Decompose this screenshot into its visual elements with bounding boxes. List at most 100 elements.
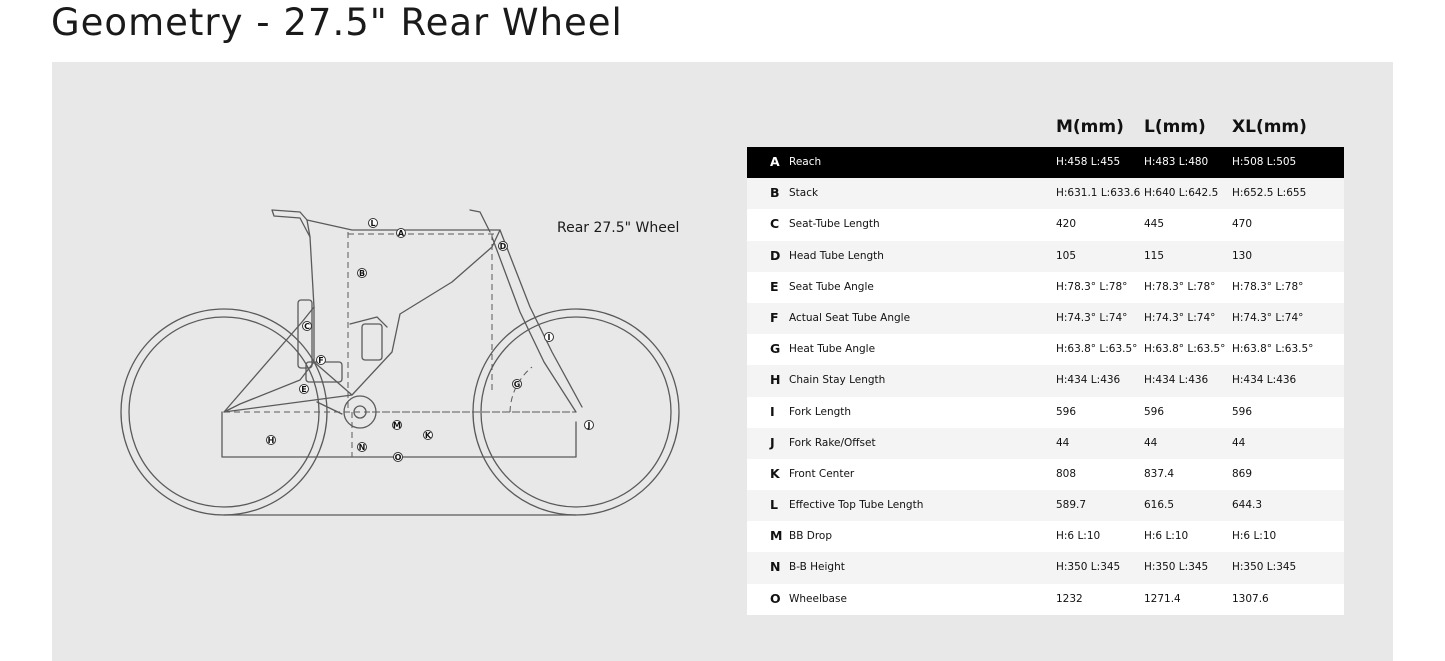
row-value-m: H:458 L:455 <box>1056 156 1121 168</box>
row-letter: I <box>770 403 775 419</box>
row-value-l: 616.5 <box>1144 499 1175 512</box>
row-value-l: 596 <box>1144 405 1165 418</box>
row-value-m: H:350 L:345 <box>1056 561 1121 574</box>
row-value-xl: H:434 L:436 <box>1232 374 1297 387</box>
row-value-xl: 644.3 <box>1232 499 1263 512</box>
marker-o: O <box>393 452 403 462</box>
row-value-l: 115 <box>1144 249 1165 262</box>
marker-l: L <box>368 218 378 228</box>
row-value-m: 105 <box>1056 249 1077 262</box>
row-name: Effective Top Tube Length <box>789 499 924 512</box>
row-letter: C <box>770 216 780 232</box>
row-letter: N <box>770 559 781 575</box>
wheel-label: Rear 27.5" Wheel <box>557 220 680 236</box>
row-letter: J <box>770 434 775 450</box>
row-letter: B <box>770 185 780 201</box>
row-value-l: 44 <box>1144 436 1158 449</box>
marker-f: F <box>316 355 326 365</box>
svg-text:H: H <box>268 436 275 445</box>
row-value-xl: H:74.3° L:74° <box>1232 311 1304 324</box>
header-xl: XL(mm) <box>1232 117 1307 137</box>
row-value-l: H:63.8° L:63.5° <box>1144 343 1226 356</box>
row-name: Head Tube Length <box>789 249 884 262</box>
row-letter: A <box>770 154 780 169</box>
row-value-m: H:6 L:10 <box>1056 530 1101 543</box>
marker-e: E <box>299 384 309 394</box>
marker-c: C <box>302 321 312 331</box>
row-letter: M <box>770 528 783 544</box>
row-value-l: H:483 L:480 <box>1144 156 1209 168</box>
marker-d: D <box>498 241 508 251</box>
row-name: Chain Stay Length <box>789 374 886 387</box>
marker-b: B <box>357 268 367 278</box>
row-name: Wheelbase <box>789 592 847 605</box>
row-letter: H <box>770 372 781 388</box>
table-row[interactable]: A Reach H:458 L:455 H:483 L:480 H:508 L:505 <box>747 147 1344 179</box>
row-value-l: H:6 L:10 <box>1144 530 1189 543</box>
svg-text:N: N <box>359 443 366 452</box>
table-row[interactable]: H Chain Stay Length H:434 L:436 H:434 L:436… <box>747 365 1344 397</box>
marker-a: A <box>396 228 406 238</box>
row-name: B-B Height <box>789 561 845 574</box>
svg-text:F: F <box>318 356 323 365</box>
svg-text:D: D <box>500 242 507 251</box>
svg-text:J: J <box>587 421 591 430</box>
row-value-m: H:63.8° L:63.5° <box>1056 343 1138 356</box>
row-letter: L <box>770 497 778 513</box>
row-value-l: 837.4 <box>1144 467 1175 480</box>
row-value-xl: H:652.5 L:655 <box>1232 187 1307 200</box>
svg-text:B: B <box>359 269 365 278</box>
row-name: Reach <box>789 156 822 168</box>
row-value-m: 1232 <box>1056 592 1083 605</box>
table-row[interactable]: G Heat Tube Angle H:63.8° L:63.5° H:63.8° L… <box>747 334 1344 366</box>
row-value-xl: H:78.3° L:78° <box>1232 280 1304 293</box>
row-value-xl: 470 <box>1232 218 1253 231</box>
row-name: BB Drop <box>789 530 833 543</box>
row-value-m: 589.7 <box>1056 499 1087 512</box>
row-value-xl: 130 <box>1232 249 1253 262</box>
row-value-xl: 44 <box>1232 436 1246 449</box>
marker-g: G <box>512 379 522 389</box>
marker-i: I <box>544 332 554 342</box>
table-row[interactable]: L Effective Top Tube Length 589.7 616.5 644.… <box>747 490 1344 522</box>
row-value-m: H:631.1 L:633.6 <box>1056 187 1141 200</box>
svg-text:A: A <box>398 229 405 238</box>
row-name: Heat Tube Angle <box>789 343 876 356</box>
row-name: Seat-Tube Length <box>789 218 880 231</box>
front-wheel-inner <box>480 316 672 508</box>
row-letter: F <box>770 309 779 325</box>
row-value-xl: 596 <box>1232 405 1253 418</box>
row-value-l: H:78.3° L:78° <box>1144 280 1216 293</box>
marker-k: K <box>423 430 433 440</box>
svg-text:K: K <box>425 431 432 440</box>
row-value-l: 1271.4 <box>1144 592 1181 605</box>
row-value-m: H:78.3° L:78° <box>1056 280 1128 293</box>
svg-text:E: E <box>301 385 306 394</box>
row-letter: K <box>770 465 780 481</box>
svg-text:I: I <box>548 333 551 342</box>
row-value-m: 808 <box>1056 467 1077 480</box>
row-value-l: H:350 L:345 <box>1144 561 1209 574</box>
row-value-xl: H:63.8° L:63.5° <box>1232 343 1314 356</box>
row-value-l: H:640 L:642.5 <box>1144 187 1219 200</box>
row-value-m: H:74.3° L:74° <box>1056 311 1128 324</box>
row-letter: G <box>770 341 781 357</box>
row-letter: E <box>770 278 779 294</box>
row-value-xl: H:508 L:505 <box>1232 156 1297 168</box>
page-title: Geometry - 27.5" Rear Wheel <box>51 1 623 44</box>
row-value-l: H:434 L:436 <box>1144 374 1209 387</box>
row-value-xl: 869 <box>1232 467 1253 480</box>
row-value-m: 596 <box>1056 405 1077 418</box>
